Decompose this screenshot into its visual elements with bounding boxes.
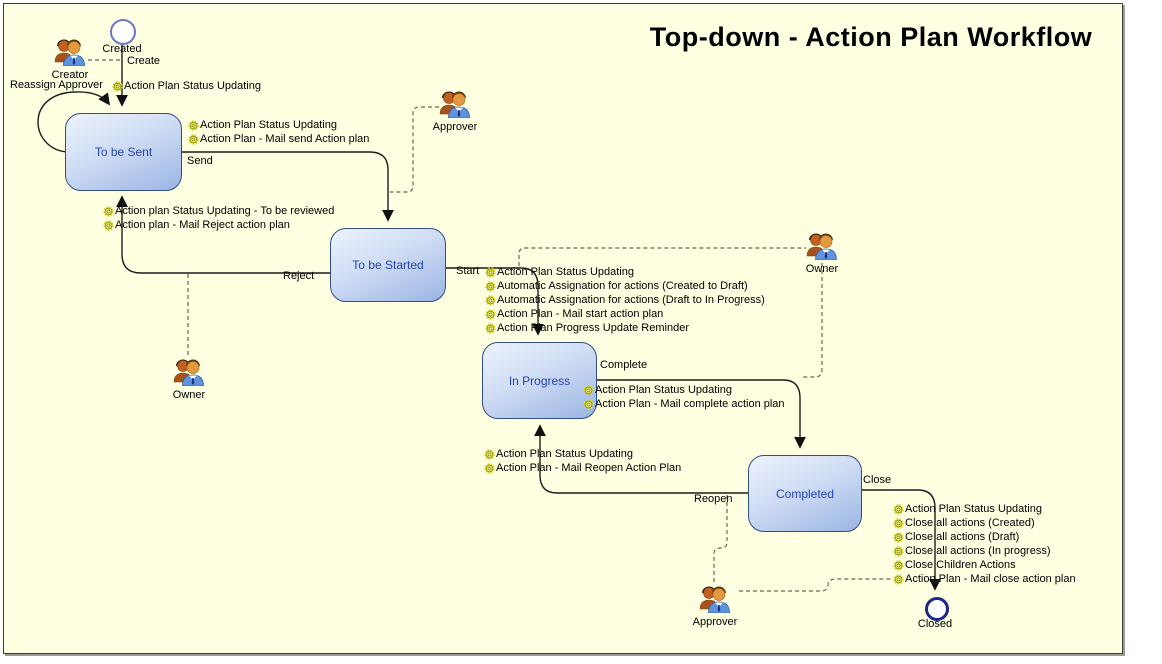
actor-label: Creator bbox=[51, 69, 89, 81]
actor-label: Owner bbox=[172, 389, 206, 401]
gear-icon bbox=[103, 205, 114, 217]
state-in-progress[interactable]: In Progress bbox=[482, 342, 597, 419]
edge-start bbox=[444, 267, 544, 336]
gear-icon bbox=[103, 219, 114, 231]
actor-approver-bottom[interactable]: Approver bbox=[685, 583, 745, 628]
actor-approver-top[interactable]: Approver bbox=[425, 88, 485, 133]
state-to-be-started[interactable]: To be Started bbox=[330, 228, 446, 302]
action-item: Action Plan Status Updating bbox=[484, 447, 681, 461]
gear-icon bbox=[485, 322, 496, 334]
gear-icon bbox=[485, 280, 496, 292]
action-item: Action Plan - Mail complete action plan bbox=[583, 397, 785, 411]
gear-icon bbox=[893, 559, 904, 571]
gear-icon bbox=[484, 448, 495, 460]
people-icon bbox=[698, 583, 732, 618]
transition-label-close: Close bbox=[863, 474, 892, 486]
edge-reopen bbox=[534, 424, 748, 494]
reopen-actions: Action Plan Status Updating Action Plan … bbox=[484, 447, 681, 475]
gear-icon bbox=[893, 531, 904, 543]
gear-icon bbox=[583, 398, 594, 410]
action-item: Action Plan Status Updating bbox=[485, 265, 765, 279]
people-icon bbox=[53, 36, 87, 71]
state-completed[interactable]: Completed bbox=[748, 455, 862, 532]
state-label: To be Sent bbox=[94, 145, 153, 159]
start-actions: Action Plan Status Updating Automatic As… bbox=[485, 265, 765, 335]
transition-label-send: Send bbox=[187, 155, 213, 167]
action-item: Action Plan - Mail start action plan bbox=[485, 307, 765, 321]
diagram-title: Top-down - Action Plan Workflow bbox=[649, 22, 1093, 52]
action-item: Action plan - Mail Reject action plan bbox=[103, 218, 334, 232]
gear-icon bbox=[893, 503, 904, 515]
state-to-be-sent[interactable]: To be Sent bbox=[65, 113, 182, 191]
state-label: In Progress bbox=[508, 373, 571, 388]
gear-icon bbox=[485, 294, 496, 306]
close-actions: Action Plan Status Updating Close all ac… bbox=[893, 502, 1076, 586]
transition-label-reopen: Reopen bbox=[694, 493, 733, 505]
transition-label-create: Create bbox=[127, 55, 161, 67]
action-item: Automatic Assignation for actions (Creat… bbox=[485, 279, 765, 293]
end-node-circle[interactable] bbox=[925, 597, 949, 621]
action-item: Action Plan Status Updating bbox=[112, 79, 261, 93]
state-label: Completed bbox=[775, 486, 835, 501]
gear-icon bbox=[485, 308, 496, 320]
reject-actions: Action plan Status Updating - To be revi… bbox=[103, 204, 334, 232]
gear-icon bbox=[893, 545, 904, 557]
people-icon bbox=[805, 230, 839, 265]
action-item: Action plan Status Updating - To be revi… bbox=[103, 204, 334, 218]
complete-actions: Action Plan Status Updating Action Plan … bbox=[583, 383, 785, 411]
action-item: Action Plan Status Updating bbox=[583, 383, 785, 397]
assoc-owner-complete bbox=[801, 263, 823, 378]
action-item: Close Children Actions bbox=[893, 558, 1076, 572]
start-node-circle[interactable] bbox=[110, 19, 136, 45]
send-actions: Action Plan Status Updating Action Plan … bbox=[188, 118, 369, 146]
transition-label-reject: Reject bbox=[283, 270, 315, 282]
action-item: Action Plan - Mail send Action plan bbox=[188, 132, 369, 146]
action-item: Automatic Assignation for actions (Draft… bbox=[485, 293, 765, 307]
people-icon bbox=[438, 88, 472, 123]
gear-icon bbox=[583, 384, 594, 396]
gear-icon bbox=[893, 517, 904, 529]
action-item: Action Plan Progress Update Reminder bbox=[485, 321, 765, 335]
action-item: Action Plan Status Updating bbox=[893, 502, 1076, 516]
start-node-label: Created bbox=[102, 43, 142, 55]
assoc-approver-close bbox=[739, 578, 892, 592]
transition-label-complete: Complete bbox=[600, 359, 648, 371]
assoc-approver-reopen bbox=[713, 495, 728, 583]
action-item: Action Plan Status Updating bbox=[188, 118, 369, 132]
state-label: To be Started bbox=[352, 258, 424, 272]
actor-label: Approver bbox=[692, 616, 738, 628]
action-item: Close all actions (Created) bbox=[893, 516, 1076, 530]
assoc-owner-start bbox=[518, 247, 806, 266]
people-icon bbox=[172, 356, 206, 391]
action-item: Close all actions (Draft) bbox=[893, 530, 1076, 544]
action-item: Action Plan - Mail close action plan bbox=[893, 572, 1076, 586]
edge-send bbox=[180, 151, 394, 222]
create-actions: Action Plan Status Updating bbox=[112, 79, 261, 93]
actor-creator[interactable]: Creator bbox=[40, 36, 100, 81]
transition-label-start: Start bbox=[456, 265, 480, 277]
gear-icon bbox=[485, 266, 496, 278]
edge-reject bbox=[116, 195, 330, 274]
diagram-canvas bbox=[3, 3, 1123, 654]
gear-icon bbox=[484, 462, 495, 474]
action-item: Close all actions (In progress) bbox=[893, 544, 1076, 558]
edge-close bbox=[859, 489, 941, 591]
actor-label: Approver bbox=[432, 121, 478, 133]
transition-label-reassign-approver: Reassign Approver bbox=[10, 79, 103, 91]
gear-icon bbox=[893, 573, 904, 585]
edge-complete bbox=[595, 379, 806, 449]
assoc-approver-send bbox=[390, 106, 439, 193]
gear-icon bbox=[188, 119, 199, 131]
action-item: Action Plan - Mail Reopen Action Plan bbox=[484, 461, 681, 475]
gear-icon bbox=[188, 133, 199, 145]
end-node-label: Closed bbox=[917, 618, 953, 630]
actor-owner-right[interactable]: Owner bbox=[792, 230, 852, 275]
gear-icon bbox=[112, 80, 123, 92]
actor-label: Owner bbox=[805, 263, 839, 275]
actor-owner-left[interactable]: Owner bbox=[159, 356, 219, 401]
edge-reassign-loop bbox=[37, 91, 111, 153]
